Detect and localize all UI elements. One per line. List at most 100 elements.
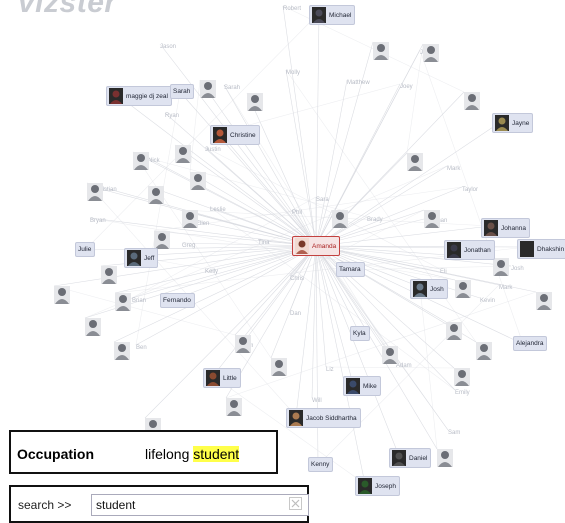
edge — [174, 144, 317, 247]
clear-icon[interactable] — [289, 497, 302, 510]
friend-photo-icon[interactable] — [493, 258, 509, 276]
search-input[interactable] — [96, 497, 281, 512]
faded-node-label[interactable]: Nick — [148, 158, 160, 164]
faded-node-label[interactable]: Taylor — [462, 187, 479, 193]
friend-photo-icon[interactable] — [437, 449, 453, 467]
friend-node[interactable]: Tamara — [336, 262, 365, 277]
faded-node-label[interactable]: Adam — [396, 363, 412, 369]
friend-node[interactable]: Josh — [410, 279, 448, 299]
friend-photo-icon[interactable] — [247, 93, 263, 111]
friend-photo-icon[interactable] — [85, 318, 101, 336]
faded-node-label[interactable]: Phil — [292, 210, 303, 216]
edge — [315, 245, 438, 450]
friend-photo-icon[interactable] — [133, 152, 149, 170]
friend-node[interactable]: Christine — [210, 125, 260, 145]
faded-node-label[interactable]: Brady — [367, 217, 383, 223]
friend-photo-icon[interactable] — [424, 210, 440, 228]
friend-photo-icon[interactable] — [200, 80, 216, 98]
faded-node-label[interactable]: Eli — [440, 269, 447, 275]
friend-node[interactable]: Kenny — [308, 457, 334, 472]
friend-photo-icon[interactable] — [182, 210, 198, 228]
friend-photo-icon[interactable] — [54, 286, 70, 304]
friend-photo-icon[interactable] — [476, 342, 492, 360]
friend-node[interactable]: Dhakshin — [517, 239, 565, 259]
friend-photo-icon[interactable] — [332, 210, 348, 228]
faded-node-label[interactable]: Greg — [182, 243, 196, 249]
friend-photo-icon[interactable] — [87, 183, 103, 201]
faded-node-label[interactable]: Sara — [316, 197, 329, 203]
faded-node-label[interactable]: Ellen — [196, 221, 210, 227]
friend-photo-icon[interactable] — [148, 186, 164, 204]
friend-node[interactable]: Jayne — [492, 113, 534, 133]
friend-photo-icon[interactable] — [373, 42, 389, 60]
faded-node-label[interactable]: Justin — [205, 147, 221, 153]
faded-node-label[interactable]: Christian — [93, 187, 117, 193]
friend-node[interactable]: Jonathan — [444, 240, 495, 260]
friend-photo-icon[interactable] — [115, 293, 131, 311]
faded-node-label[interactable]: Will — [312, 398, 322, 404]
faded-node-label[interactable]: Brian — [132, 298, 147, 304]
faded-node-label[interactable]: Emily — [455, 390, 470, 396]
faded-node-label[interactable]: Josh — [511, 266, 524, 272]
faded-node-label[interactable]: Joey — [400, 84, 413, 90]
friend-photo-icon[interactable] — [464, 92, 480, 110]
friend-node[interactable]: Joseph — [355, 476, 400, 496]
friend-node[interactable]: Alejandra — [513, 336, 548, 351]
friend-node[interactable]: Little — [203, 368, 241, 388]
friend-node[interactable]: Julie — [75, 242, 96, 257]
friend-node[interactable]: Michael — [309, 5, 356, 25]
friend-photo-icon[interactable] — [175, 145, 191, 163]
faded-node-label[interactable]: Matthew — [347, 80, 370, 86]
friend-node[interactable]: Kyla — [350, 326, 370, 341]
friend-node[interactable]: Jacob Siddhartha — [286, 408, 361, 428]
faded-node-label[interactable]: Kelly — [205, 269, 219, 275]
faded-node-label[interactable]: Mark — [447, 166, 461, 172]
faded-node-label[interactable]: Tina — [258, 240, 270, 246]
friend-photo-icon[interactable] — [226, 398, 242, 416]
faded-node-label[interactable]: Kevin — [480, 298, 496, 304]
edge — [315, 245, 354, 385]
friend-photo-icon[interactable] — [407, 153, 423, 171]
faded-node-label[interactable]: Ryan — [165, 113, 180, 119]
friend-name: maggie dj zeal — [126, 92, 168, 100]
friend-photo-icon[interactable] — [454, 368, 470, 386]
friend-photo-icon[interactable] — [235, 335, 251, 353]
edge — [317, 284, 500, 466]
friend-photo-icon[interactable] — [423, 44, 439, 62]
faded-node-label[interactable]: Ben — [136, 345, 147, 351]
edge — [84, 165, 448, 319]
faded-node-label[interactable]: Chris — [290, 276, 305, 282]
friend-photo-icon[interactable] — [382, 346, 398, 364]
center-node-amanda[interactable]: Amanda — [292, 236, 341, 256]
faded-node-label[interactable]: Dan — [290, 311, 302, 317]
friend-photo-icon[interactable] — [154, 231, 170, 249]
friend-photo-icon[interactable] — [114, 342, 130, 360]
friend-photo-icon[interactable] — [190, 172, 206, 190]
profile-photo — [206, 370, 220, 386]
friend-photo-icon[interactable] — [101, 266, 117, 284]
friend-node[interactable]: Daniel — [389, 448, 432, 468]
faded-node-label[interactable]: Liz — [326, 367, 334, 373]
faded-node-label[interactable]: Sarah — [224, 85, 241, 91]
friend-photo-icon[interactable] — [455, 280, 471, 298]
friend-node[interactable]: Johanna — [481, 218, 530, 238]
friend-node[interactable]: Mike — [343, 376, 381, 396]
faded-node-label[interactable]: Robert — [283, 6, 302, 12]
faded-node-label[interactable]: Mark — [499, 285, 513, 291]
search-field[interactable] — [91, 494, 309, 516]
friend-node[interactable]: Sarah — [170, 84, 195, 99]
friend-node[interactable]: Jeff — [124, 248, 159, 268]
faded-node-label[interactable]: Sam — [448, 430, 461, 436]
friend-node[interactable]: Fernando — [160, 293, 195, 308]
faded-node-label[interactable]: Jason — [160, 44, 177, 50]
friend-photo-icon[interactable] — [271, 358, 287, 376]
friend-photo-icon[interactable] — [446, 322, 462, 340]
occupation-value-prefix: lifelong — [145, 446, 194, 462]
faded-node-label[interactable]: Bryan — [90, 218, 106, 224]
faded-node-label[interactable]: Leslie — [210, 207, 226, 213]
faded-node-label[interactable]: Molly — [286, 70, 301, 76]
edge — [246, 92, 317, 247]
friend-node[interactable]: maggie dj zeal — [106, 86, 172, 106]
friend-photo-icon[interactable] — [536, 292, 552, 310]
